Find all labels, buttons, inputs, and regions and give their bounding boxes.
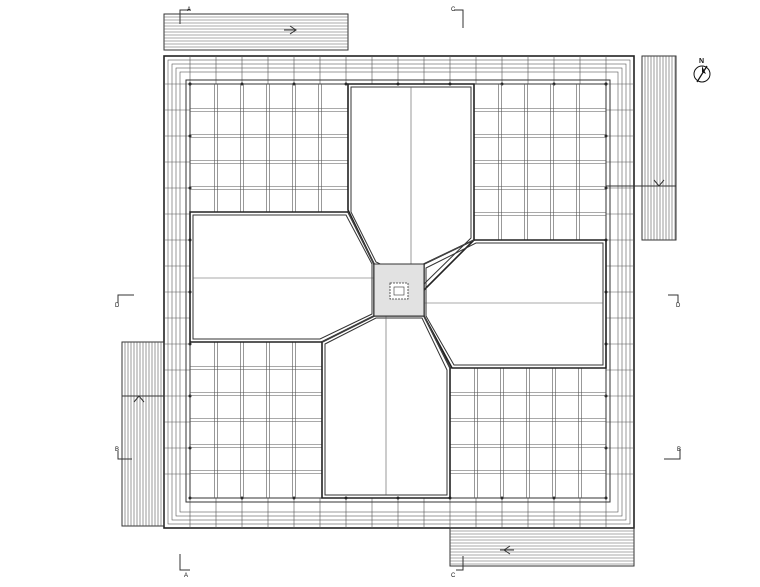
section-marker-c-top: C [451,7,464,28]
stair-east [606,55,677,241]
section-marker-c-bottom: C [451,556,464,579]
stair-south [449,527,635,567]
svg-text:A: A [187,7,191,13]
svg-text:C: C [451,573,456,579]
svg-text:B: B [115,447,119,453]
svg-text:D: D [115,303,120,309]
glazing-grid-northwest [189,83,349,213]
section-marker-a-bottom: A [179,554,190,579]
section-marker-a-top: A [179,7,191,24]
section-marker-b-left: B [115,447,132,460]
glazing-grid-southwest [189,341,323,499]
stair-west [121,341,165,527]
svg-text:D: D [676,303,681,309]
svg-text:B: B [677,447,681,453]
north-arrow-icon: N [693,58,711,83]
svg-text:A: A [184,573,188,579]
section-marker-d-left: D [115,294,134,309]
svg-text:N: N [699,58,704,65]
central-skylight [373,263,425,317]
stair-north [163,13,349,51]
section-marker-b-right: B [664,447,681,460]
section-marker-d-right: D [668,294,681,309]
glazing-grid-southeast [449,367,607,499]
glazing-grid-northeast [473,83,607,241]
svg-text:C: C [451,7,456,13]
arm-west [189,211,375,343]
arm-east [423,239,607,369]
